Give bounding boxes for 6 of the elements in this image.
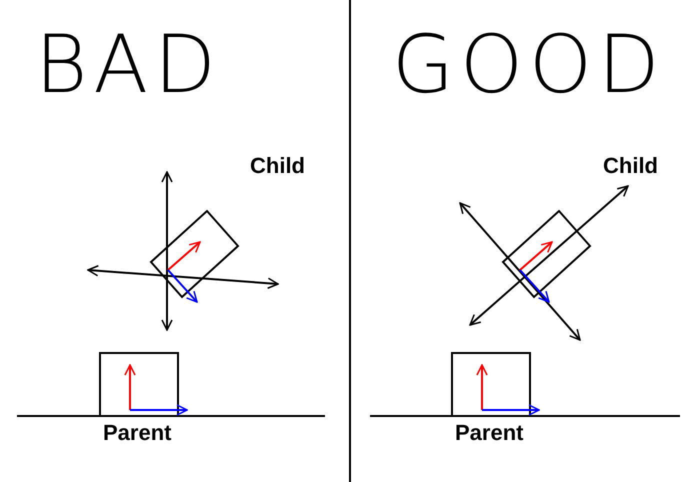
frame-label: Parent (455, 422, 524, 444)
frame-label: Child (603, 155, 658, 177)
frame-label: Child (250, 155, 305, 177)
heading: BAD (35, 25, 222, 105)
frame-label: Parent (103, 422, 172, 444)
heading: GOOD (392, 25, 666, 105)
